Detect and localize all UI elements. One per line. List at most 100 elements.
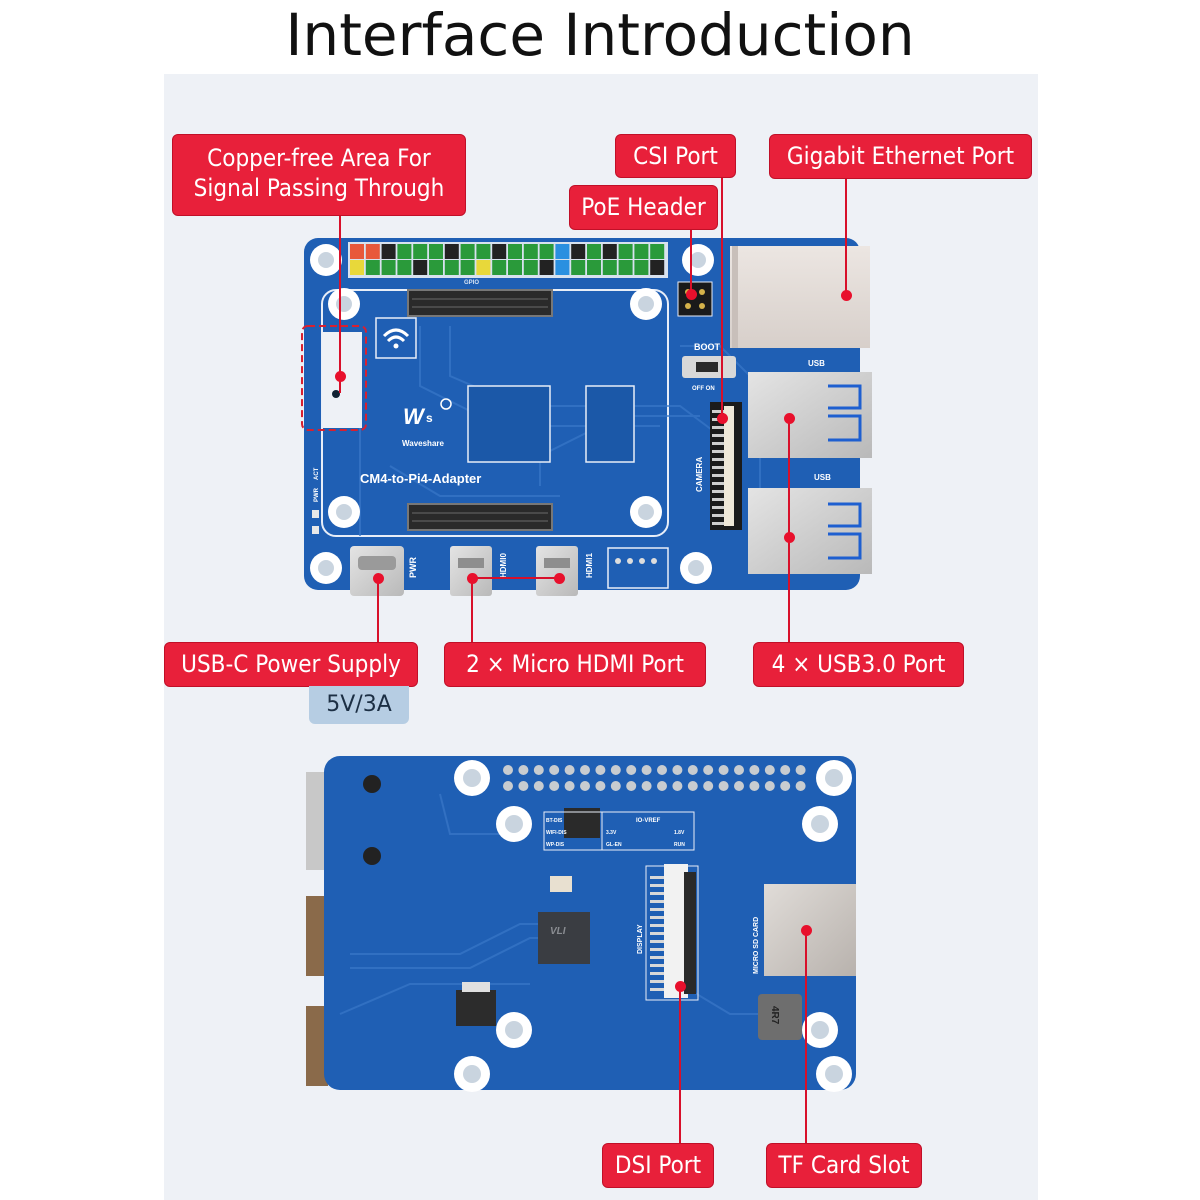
gpio-hole [518,781,529,791]
leader-dot [554,573,565,584]
gpio-hole [533,781,544,791]
gpio-pin [413,260,428,275]
standoff [363,847,381,865]
gpio-hole [626,781,637,791]
leader-tf [805,930,807,1144]
dsi-pin [650,948,664,951]
leader-dot [784,532,795,543]
gpio-pin [587,260,601,275]
leader-dot [784,413,795,424]
gpio-pin [397,244,412,259]
top-board: GPIO W s Waveshare CM4-to-Pi4-Adapter PW… [301,238,872,596]
leader-dot [717,413,728,424]
svg-text:WIFI-DIS: WIFI-DIS [546,830,567,836]
usb-c-connector: PWR [350,546,418,596]
gpio-hole [780,781,791,791]
csi-connector: CAMERA [695,402,742,530]
gpio-hole [657,765,667,775]
svg-text:USB: USB [808,359,825,368]
gpio-pin [539,260,554,275]
csi-pin [712,466,724,469]
csi-pin [712,410,724,413]
gpio-pin [571,244,586,259]
cm4-connector-bottom [407,503,553,531]
power-spec-badge: 5V/3A [309,686,409,724]
gpio-hole [687,781,698,791]
svg-text:GL-EN: GL-EN [606,842,622,848]
csi-pin [712,458,724,461]
leader-dot [675,981,686,992]
gpio-pin [618,244,633,259]
callout-micro-hdmi: 2 × Micro HDMI Port [444,642,706,687]
leader-dot [467,573,478,584]
waveshare-logo: W s Waveshare [402,398,452,448]
csi-pin [712,434,724,437]
gpio-hole [687,765,698,775]
gpio-hole [518,765,529,775]
usb-edge-2 [306,1006,328,1086]
gpio-pin [492,260,507,275]
gpio-pin [602,260,617,275]
leader-dot [335,371,346,382]
gpio-hole [734,765,744,775]
gpio-pin [508,244,522,259]
gpio-pin [523,260,538,275]
leader-ethernet [845,178,847,295]
gpio-pin [539,244,554,259]
micro-hdmi-0: HDMI0 [450,546,508,596]
dsi-pin [650,924,664,927]
gpio-hole [641,781,652,791]
svg-text:OFF ON: OFF ON [692,386,715,392]
gpio-hole [734,781,744,791]
callout-usb3-ports: 4 × USB3.0 Port [753,642,964,687]
svg-text:3.3V: 3.3V [606,830,617,836]
gpio-hole [580,781,590,791]
gpio-pin [413,244,428,259]
svg-text:VLI: VLI [550,926,566,937]
gpio-pin [365,260,380,275]
leader-dot [373,573,384,584]
gpio-hole [672,781,683,791]
dsi-pin [650,900,664,903]
svg-text:IO-VREF: IO-VREF [636,818,661,824]
callout-csi-port: CSI Port [615,134,736,178]
mounting-holes [310,244,714,584]
usb3-port-stack-2 [748,488,872,574]
gpio-hole [657,781,667,791]
gpio-pin [381,244,396,259]
svg-text:W: W [403,404,426,429]
svg-text:Waveshare: Waveshare [402,439,445,448]
gpio-hole [580,765,590,775]
usb-hub-chip: VLI [538,912,590,964]
dsi-pin [650,964,664,967]
leader-dsi [679,986,681,1144]
gpio-silk: GPIO [464,280,479,286]
gpio-pin [365,244,380,259]
gpio-hole [795,765,806,775]
gpio-pin [397,260,412,275]
svg-text:s: s [426,411,433,425]
gpio-pin [429,260,443,275]
leader-csi [721,178,723,418]
gpio-pin [618,260,633,275]
gpio-hole [626,765,637,775]
callout-dsi-port: DSI Port [602,1143,714,1188]
csi-pin [712,506,724,509]
callout-poe-header: PoE Header [569,185,718,230]
gpio-hole [703,765,714,775]
usb3-port-stack-1 [748,372,872,458]
svg-text:DISPLAY: DISPLAY [637,924,644,954]
leader-copper-free [339,215,341,393]
gpio-pin [508,260,522,275]
jumper-config-box: BT-DIS WIFI-DIS WP-DIS IO-VREF 3.3V 1.8V… [543,811,695,851]
svg-text:PWR: PWR [408,557,418,578]
dsi-pin [650,916,664,919]
leader-dot [801,925,812,936]
svg-text:CAMERA: CAMERA [695,457,704,492]
gpio-hole [564,781,575,791]
gpio-hole [564,765,575,775]
csi-pin [712,450,724,453]
csi-pin [712,522,724,525]
svg-text:USB: USB [814,473,831,482]
gpio-hole [641,765,652,775]
